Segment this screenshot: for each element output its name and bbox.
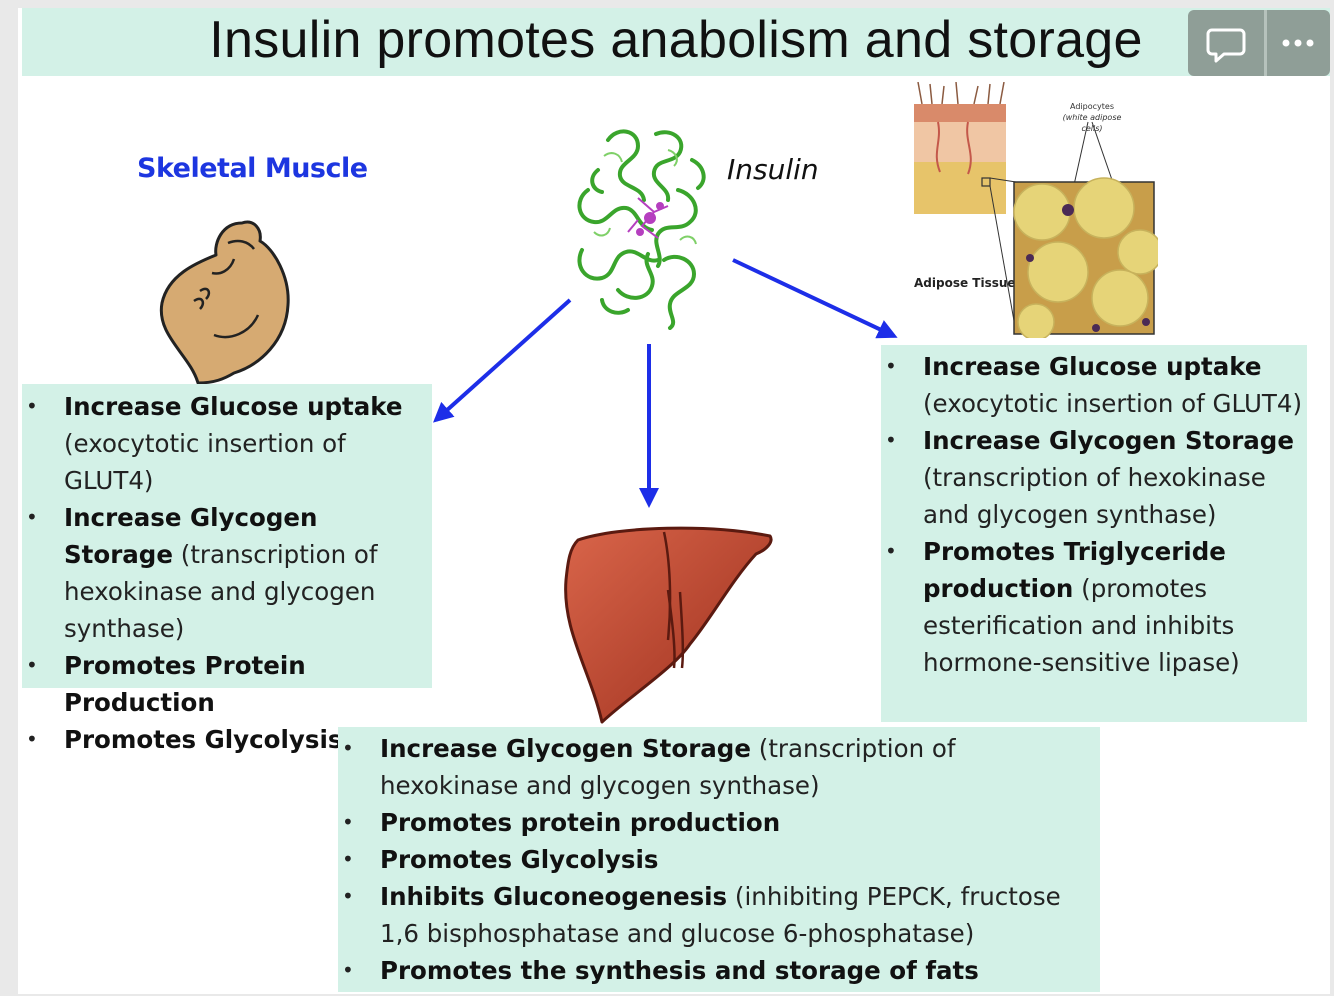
flexed-arm-icon [159, 220, 290, 385]
adipocytes-label: Adipocytes (white adipose cells) [1052, 101, 1132, 134]
list-item: Promotes Glycolysis [338, 841, 1100, 878]
liver-effects-box: Increase Glycogen Storage (transcription… [338, 727, 1100, 992]
control-divider [1264, 10, 1267, 76]
adipocytes-title: Adipocytes [1070, 102, 1114, 111]
comment-button[interactable] [1188, 10, 1264, 76]
list-item: Promotes the synthesis and storage of fa… [338, 952, 1100, 989]
arrow-to-adipose [732, 258, 898, 339]
list-item: Increase Glycogen Storage (transcription… [881, 422, 1307, 533]
list-item: Increase Glucose uptake (exocytotic inse… [22, 388, 432, 499]
ellipsis-icon [1282, 39, 1314, 47]
skeletal-muscle-effects-box: Increase Glucose uptake (exocytotic inse… [22, 384, 432, 758]
adipose-tissue-effects-box: Increase Glucose uptake (exocytotic inse… [881, 345, 1307, 722]
more-options-button[interactable] [1267, 10, 1330, 76]
insulin-protein-structure-image [577, 129, 706, 330]
list-item: Promotes Protein Production [22, 647, 432, 721]
liver-image [564, 526, 773, 724]
list-item: Promotes protein production [338, 804, 1100, 841]
adipose-tissue-label: Adipose Tissue [914, 276, 1016, 290]
list-item: Promotes Glycolysis [22, 721, 432, 758]
adipose-tissue-image [914, 82, 1158, 338]
adipocytes-subtitle: (white adipose cells) [1062, 113, 1122, 133]
skeletal-muscle-label: Skeletal Muscle [137, 153, 368, 184]
page-title: Insulin promotes anabolism and storage [209, 11, 1143, 69]
title-bar [22, 8, 1330, 76]
list-item: Increase Glycogen Storage (transcription… [338, 730, 1100, 804]
arrow-to-muscle [433, 298, 572, 423]
list-item: Increase Glucose uptake (exocytotic inse… [881, 348, 1307, 422]
list-item: Inhibits Gluconeogenesis (inhibiting PEP… [338, 878, 1100, 952]
list-item: Increase Glycogen Storage (transcription… [22, 499, 432, 647]
insulin-label: Insulin [727, 153, 819, 186]
speech-bubble-icon [1206, 28, 1246, 63]
list-item: Promotes Triglyceride production (promot… [881, 533, 1307, 681]
